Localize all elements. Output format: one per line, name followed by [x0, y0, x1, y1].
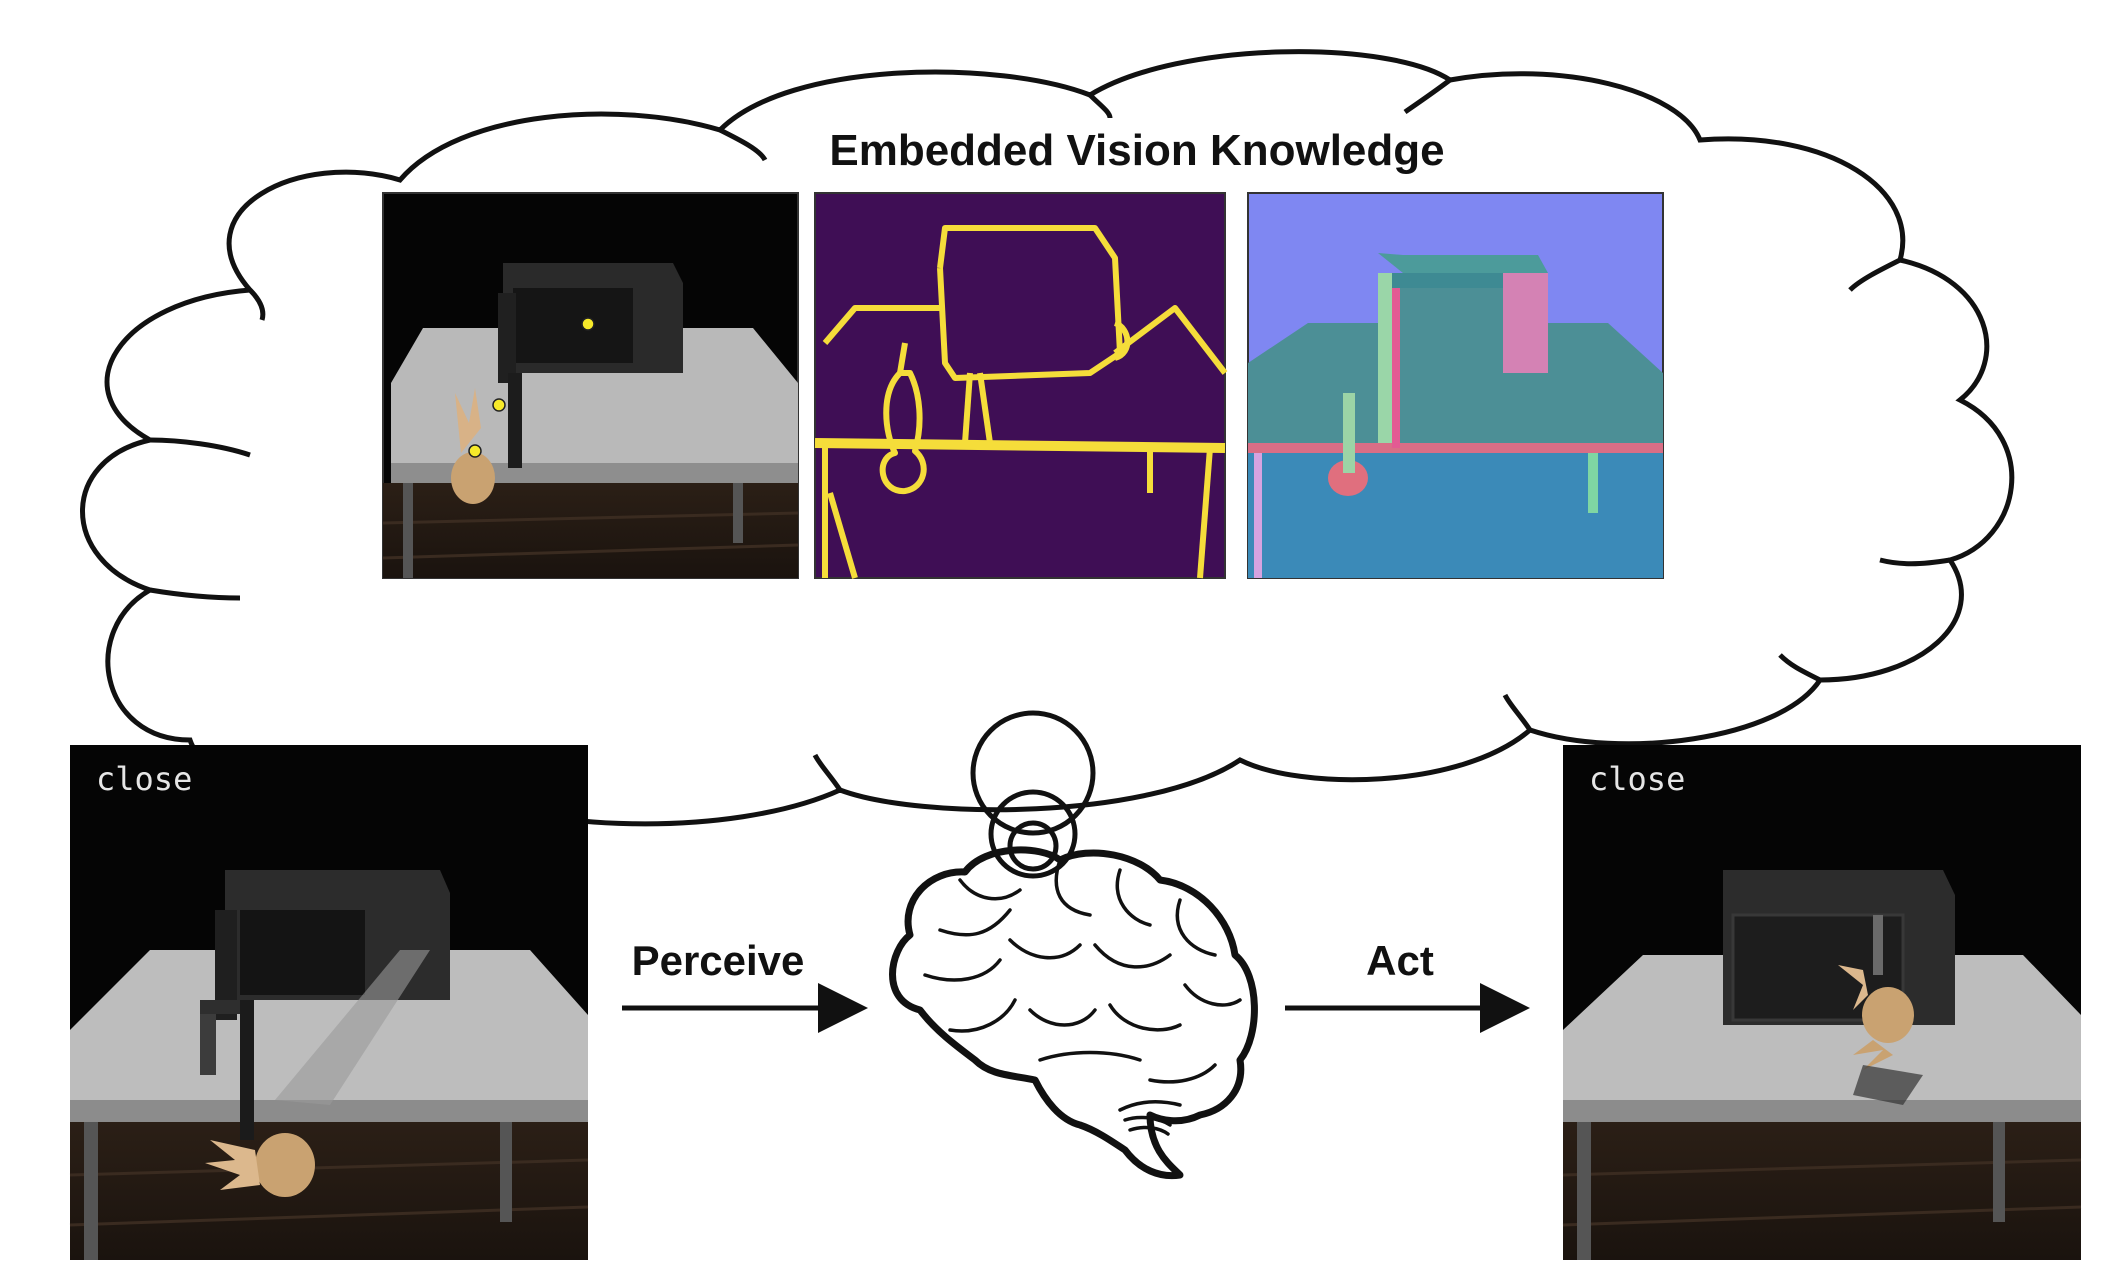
bubble-large	[970, 710, 1096, 836]
act-label: Act	[1366, 937, 1434, 984]
rgb-keypoint-image	[382, 192, 799, 579]
perceive-label: Perceive	[632, 937, 805, 984]
frame-caption-before: close	[96, 760, 192, 798]
keypoint-marker	[468, 444, 482, 458]
brain-icon	[889, 846, 1258, 1180]
observation-frame-before: close	[69, 745, 589, 1260]
keypoint-marker	[581, 317, 595, 331]
bubble-small	[1007, 820, 1059, 872]
cloud-title: Embedded Vision Knowledge	[829, 126, 1444, 175]
frame-caption-after: close	[1589, 760, 1685, 798]
keypoint-marker	[492, 398, 506, 412]
thought-bubbles	[970, 710, 1096, 879]
surface-normal-image	[1247, 192, 1664, 579]
edge-map-image	[814, 192, 1228, 579]
observation-frame-after: close	[1562, 745, 2082, 1260]
bubble-medium	[988, 789, 1078, 879]
